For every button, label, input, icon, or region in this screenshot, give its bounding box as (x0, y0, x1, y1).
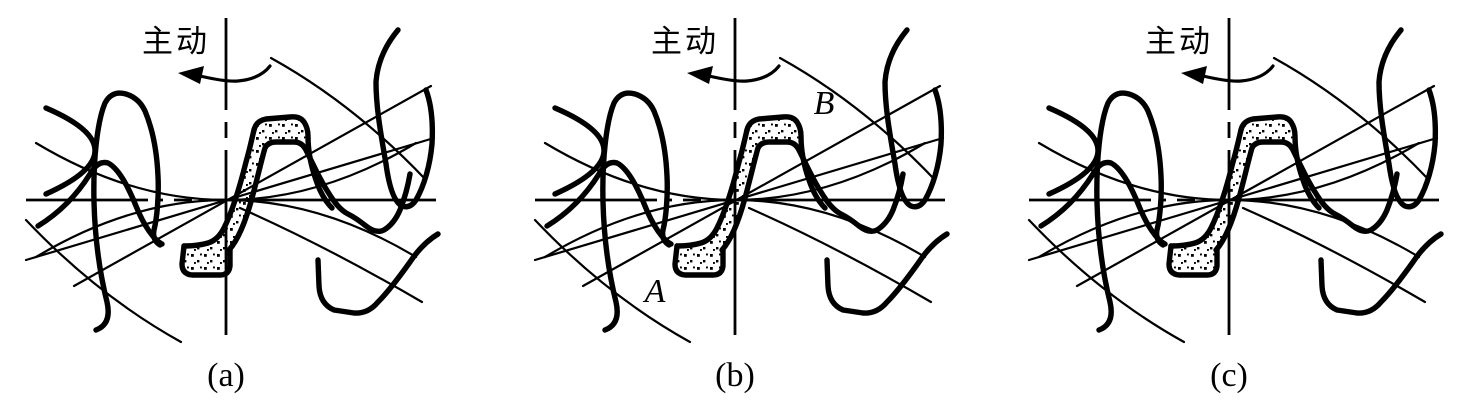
tip-circle-arc-top-right (1272, 56, 1431, 182)
line-of-action-steep (1075, 84, 1436, 288)
mating-tooth-profile (719, 139, 906, 253)
right-tall-tooth (882, 27, 945, 210)
stippled-tooth-left-flank (1168, 127, 1244, 249)
gear-mesh-panel: 主动 A B (b) (533, 18, 950, 394)
rotation-arrow-arc (198, 64, 272, 83)
gear-outlines (544, 27, 950, 333)
gear-outlines (35, 27, 441, 333)
tip-circle-arc-bottom-right (238, 206, 424, 304)
panel-caption: (a) (207, 357, 245, 394)
stippled-tooth-left-flank (181, 127, 257, 249)
stipple-tooth-tip (254, 116, 308, 142)
stippled-tooth-left-flank (674, 127, 750, 249)
left-outer-tooth (600, 90, 672, 333)
gear-outlines (1038, 27, 1444, 333)
rotation-arrow-head (1181, 66, 1207, 84)
rotation-arrow-arc (1201, 64, 1275, 83)
pitch-circle-lower-arc (34, 199, 418, 259)
tip-circle-arc-bottom-left (1027, 218, 1186, 344)
panel-caption: (c) (1210, 357, 1248, 394)
rotation-arrow-arc (707, 64, 781, 83)
point-label-b: B (814, 85, 835, 122)
tip-circle-arc-bottom-left (533, 218, 692, 344)
mating-tooth-profile (226, 139, 413, 253)
line-of-action-steep (581, 84, 942, 288)
rotation-arrow (1181, 64, 1275, 84)
tooth-root-land (672, 243, 726, 278)
gear-mesh-panel: 主动 (c) (1027, 18, 1444, 394)
mesh-inner-group (672, 114, 906, 278)
driving-label: 主动 (651, 24, 719, 60)
point-label-a: A (643, 273, 666, 310)
tip-circle-arc-bottom-right (747, 206, 933, 304)
tip-circle-arc-top-right (269, 56, 428, 182)
bottom-right-tooth (824, 231, 950, 316)
bottom-right-tooth (1318, 231, 1444, 316)
right-tall-tooth (373, 27, 436, 210)
mesh-inner-group (1166, 114, 1400, 278)
stippled-tooth-tip-and-right-flank (744, 114, 828, 211)
mesh-inner-group (179, 114, 413, 278)
stipple-tooth-tip (747, 116, 801, 142)
rotation-arrow-head (687, 66, 713, 84)
tip-circle-arc-top-right (778, 56, 937, 182)
right-tall-tooth (1376, 27, 1439, 210)
tip-circle-arc-bottom-right (1241, 206, 1427, 304)
gear-mesh-panel: 主动 (a) (24, 18, 441, 394)
driving-label: 主动 (1145, 24, 1213, 60)
tooth-root-land (1166, 243, 1220, 278)
tip-circle-arc-bottom-left (24, 218, 183, 344)
stipple-tooth-tip (1241, 116, 1295, 142)
stippled-tooth-tip-and-right-flank (1238, 114, 1322, 211)
tooth-root-land (179, 243, 233, 278)
mating-tooth-profile (1213, 139, 1400, 253)
left-outer-tooth (91, 90, 163, 333)
left-inner-tooth (544, 159, 674, 247)
bottom-right-tooth (315, 231, 441, 316)
left-inner-tooth (35, 159, 165, 247)
rotation-arrow-head (178, 66, 204, 84)
left-inner-tooth (1038, 159, 1168, 247)
left-outer-tooth (1094, 90, 1166, 333)
rotation-arrow (687, 64, 781, 84)
driving-label: 主动 (142, 24, 210, 60)
panel-caption: (b) (715, 357, 755, 394)
rotation-arrow (178, 64, 272, 84)
stippled-tooth-tip-and-right-flank (251, 114, 335, 211)
